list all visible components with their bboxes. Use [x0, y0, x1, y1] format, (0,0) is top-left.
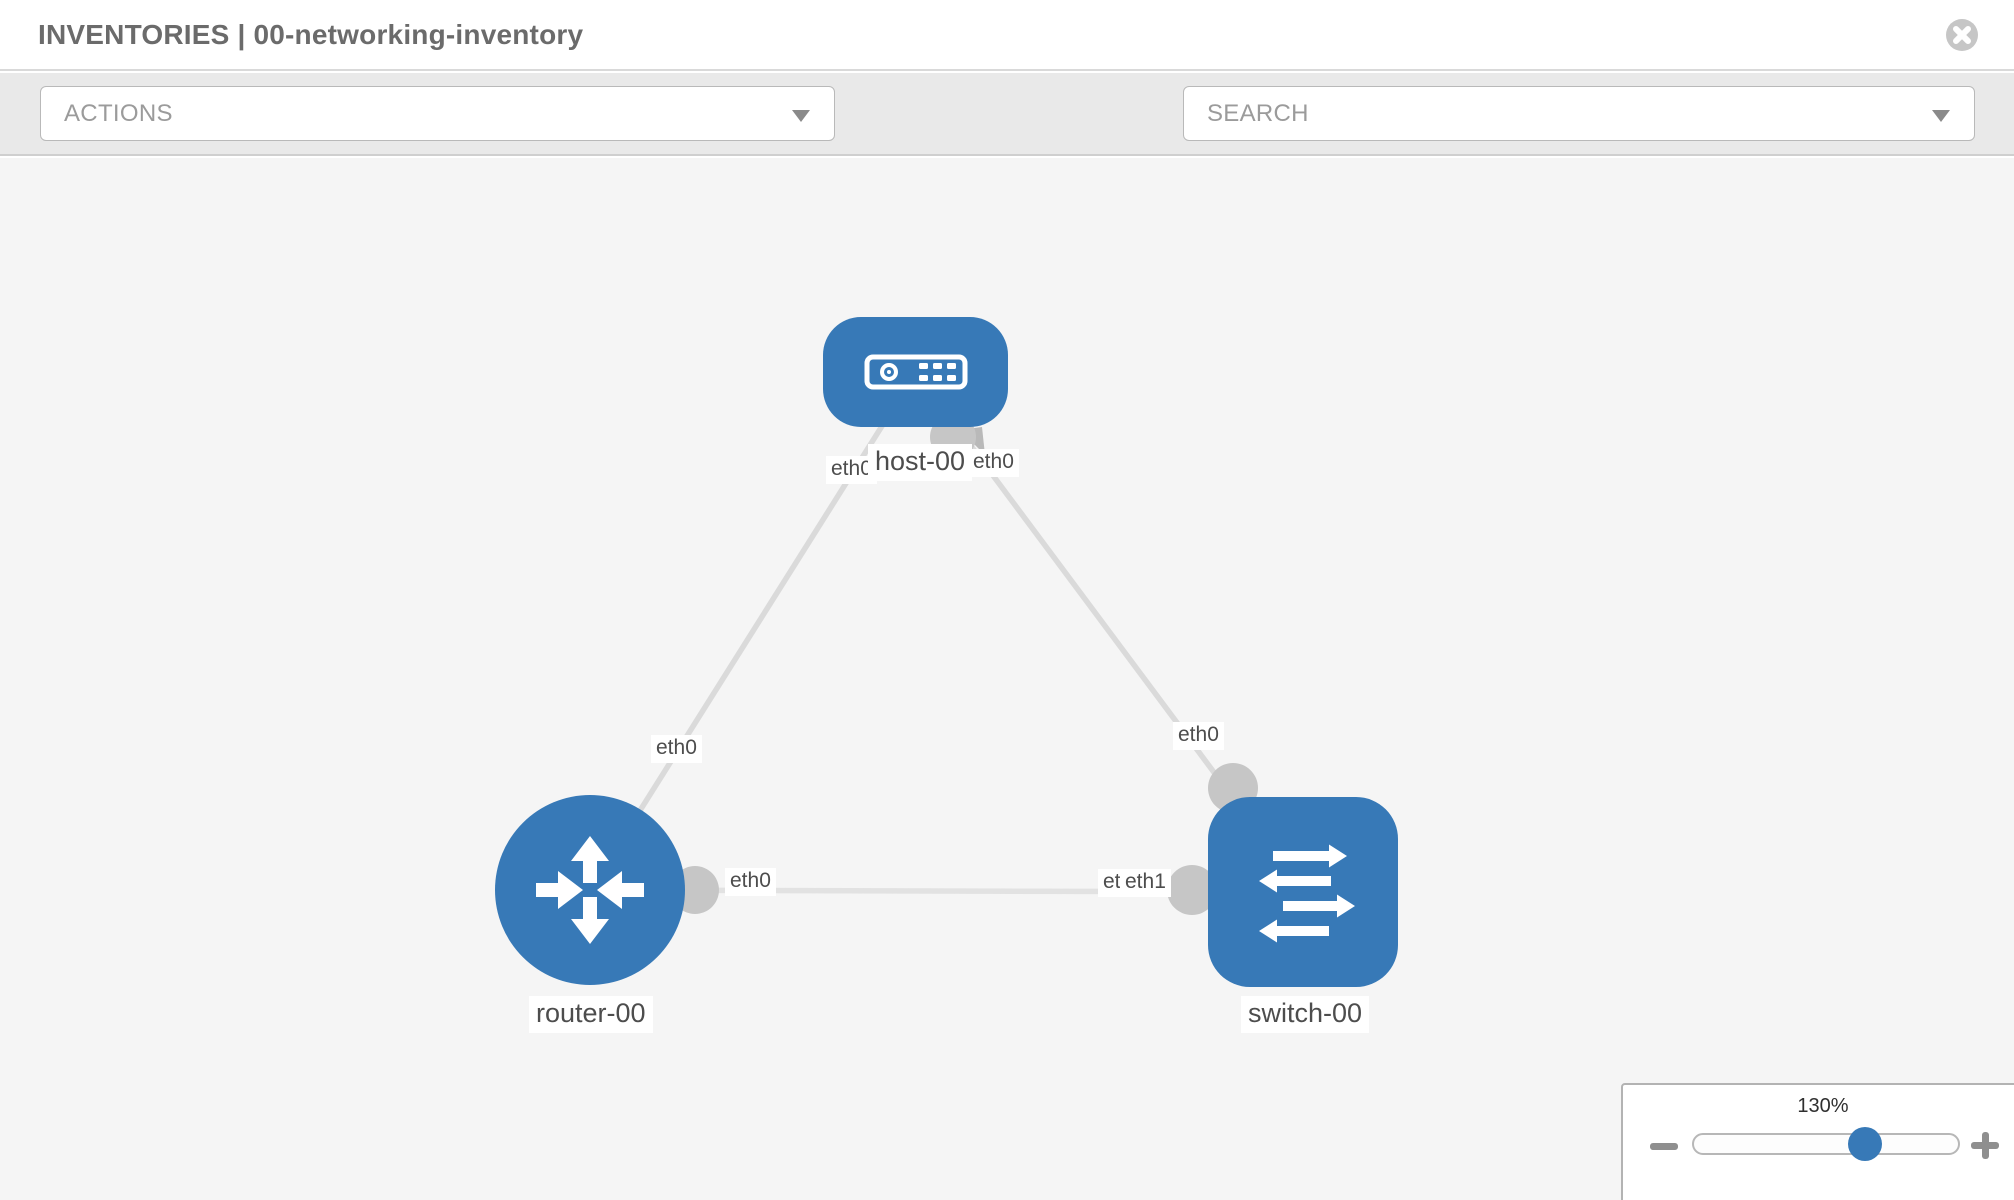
node-switch-00[interactable]: [1208, 797, 1398, 987]
close-icon: [1953, 26, 1971, 44]
actions-dropdown-label: ACTIONS: [64, 99, 173, 127]
node-label-router-00: router-00: [529, 996, 653, 1033]
search-dropdown-label: SEARCH: [1207, 99, 1309, 127]
toolbar: ACTIONS SEARCH: [0, 73, 2014, 204]
zoom-slider-track[interactable]: [1692, 1133, 1960, 1155]
header-bar: INVENTORIES | 00-networking-inventory: [0, 0, 2014, 71]
topology-canvas[interactable]: host-00 router-00 switch-00 eth0 eth0 et…: [0, 158, 2014, 1200]
chevron-down-icon: [792, 110, 810, 122]
minus-icon: [1650, 1143, 1678, 1150]
node-label-host-00: host-00: [868, 444, 973, 481]
switch-icon: [1259, 844, 1355, 943]
interface-label-switch-top: eth0: [1173, 722, 1224, 750]
node-host-00[interactable]: [823, 317, 1008, 427]
router-icon: [536, 836, 644, 944]
node-router-00[interactable]: [495, 795, 685, 985]
actions-dropdown[interactable]: ACTIONS: [40, 86, 835, 141]
zoom-slider-thumb[interactable]: [1848, 1127, 1882, 1161]
interface-handle-switch-left[interactable]: [1167, 865, 1217, 915]
topology-links-layer: [587, 370, 1306, 915]
search-dropdown[interactable]: SEARCH: [1183, 86, 1975, 141]
interface-label-router-top: eth0: [651, 735, 702, 763]
node-label-switch-00: switch-00: [1241, 996, 1370, 1033]
page-title: INVENTORIES | 00-networking-inventory: [38, 19, 584, 50]
chevron-down-icon: [1932, 110, 1950, 122]
zoom-in-button[interactable]: [1971, 1129, 1999, 1161]
interface-label-host-right: eth0: [968, 449, 1019, 477]
zoom-out-button[interactable]: [1650, 1139, 1678, 1153]
zoom-percentage: 130%: [1797, 1095, 1849, 1117]
interface-label-router-right: eth0: [725, 868, 776, 896]
close-button[interactable]: [1946, 19, 1978, 51]
zoom-control-panel: 130%: [1621, 1083, 2014, 1200]
plus-icon: [1981, 1132, 1989, 1159]
host-icon: [864, 354, 967, 390]
interface-label-switch-left-front: eth1: [1120, 869, 1171, 897]
